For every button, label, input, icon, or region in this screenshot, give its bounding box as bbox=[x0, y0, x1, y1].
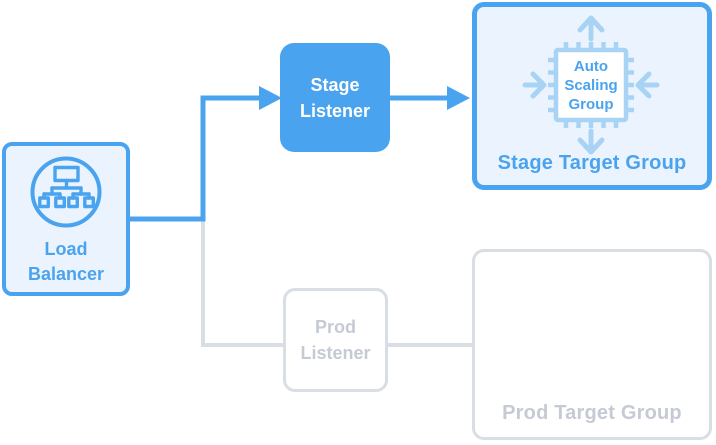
stage-target-group-label: Stage Target Group bbox=[497, 152, 687, 174]
node-stage-listener: Stage Listener bbox=[280, 43, 390, 152]
connector-loadbalancer-to-prod-listener bbox=[201, 219, 283, 347]
auto-scaling-chip-icon bbox=[522, 15, 660, 155]
auto-scaling-group-icon-wrap: Auto Scaling Group bbox=[505, 13, 677, 159]
node-prod-listener: Prod Listener bbox=[283, 288, 388, 392]
connector-loadbalancer-to-stage-listener bbox=[130, 95, 259, 222]
group-prod-target: Prod Target Group bbox=[472, 249, 712, 440]
node-load-balancer: Load Balancer bbox=[2, 142, 130, 296]
auto-scaling-group-label: Auto Scaling Group bbox=[564, 57, 618, 113]
arrowhead-to-stage-listener-icon bbox=[259, 86, 282, 110]
load-balancer-network-icon bbox=[30, 156, 102, 227]
load-balancer-label: Load Balancer bbox=[27, 238, 105, 284]
prod-listener-label: Prod Listener bbox=[300, 317, 371, 363]
prod-target-group-label: Prod Target Group bbox=[502, 402, 682, 424]
group-stage-target: Auto Scaling Group Stage Target Group bbox=[472, 2, 712, 190]
arrowhead-to-stage-target-group-icon bbox=[447, 86, 470, 110]
stage-listener-label: Stage Listener bbox=[299, 74, 371, 121]
